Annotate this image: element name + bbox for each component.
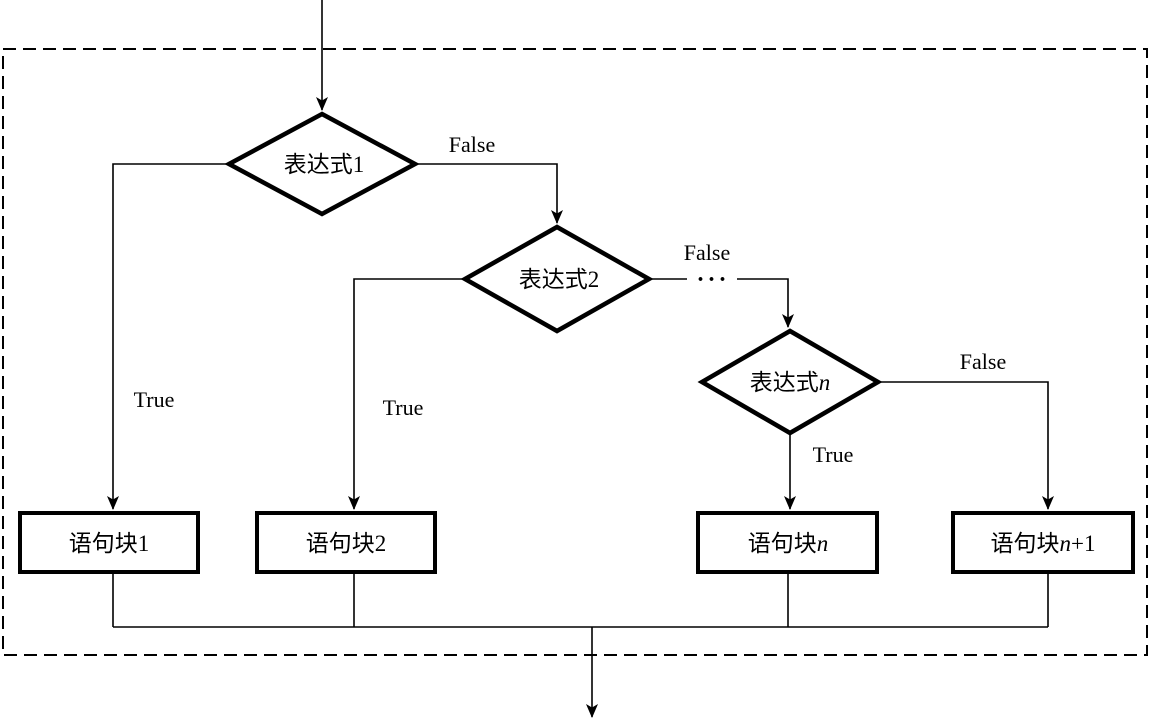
statement-block-2-label: 语句块2 bbox=[306, 531, 387, 556]
scope-boundary-dashed-border bbox=[2, 48, 1148, 656]
true-branch-1-connector bbox=[107, 163, 229, 510]
true-label-2: True bbox=[383, 395, 424, 420]
statement-block-1-box bbox=[18, 511, 200, 574]
false-branch-1-connector bbox=[415, 163, 563, 224]
expression-2-label: 表达式2 bbox=[519, 267, 600, 292]
false-label-1: False bbox=[449, 132, 495, 157]
expression-2-diamond bbox=[460, 224, 654, 334]
expression-n-label: 表达式n bbox=[750, 370, 831, 395]
true-label-n: True bbox=[813, 442, 854, 467]
statement-block-1-label: 语句块1 bbox=[69, 531, 150, 556]
statement-block-2-box bbox=[255, 511, 437, 574]
statement-block-n-label: 语句块n bbox=[748, 531, 829, 556]
expression-1-diamond bbox=[224, 111, 420, 217]
false-label-2: False bbox=[684, 240, 730, 265]
false-branch-n-connector bbox=[878, 381, 1054, 510]
ellipsis-label: ··· bbox=[696, 267, 729, 293]
false-label-n: False bbox=[960, 349, 1006, 374]
expression-1-label: 表达式1 bbox=[284, 152, 365, 177]
false-branch-2-connector-right bbox=[737, 278, 794, 328]
statement-block-n-plus-1-box bbox=[951, 511, 1135, 574]
statement-block-n-plus-1-label: 语句块n+1 bbox=[991, 531, 1096, 556]
true-branch-2-connector bbox=[348, 278, 465, 510]
true-label-1: True bbox=[134, 387, 175, 412]
